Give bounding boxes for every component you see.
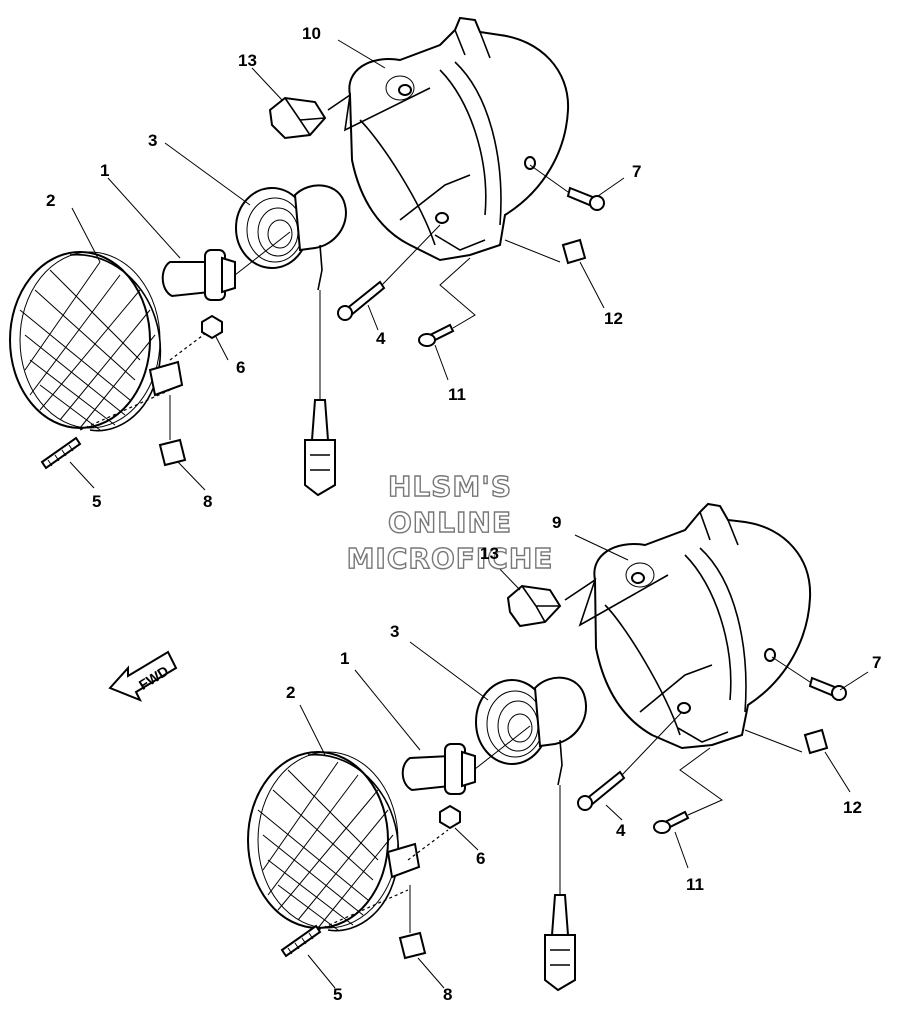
nut-6-lower (439, 804, 461, 830)
forward-direction-arrow: FWD (108, 650, 178, 702)
callout-1-lower: 1 (340, 649, 349, 668)
callout-5-lower: 5 (333, 985, 342, 1004)
callout-4-upper: 4 (376, 329, 386, 348)
watermark-line2: ONLINE (388, 506, 512, 539)
callout-13-lower: 13 (480, 544, 499, 563)
callout-8-upper: 8 (203, 492, 212, 511)
callout-11-lower: 11 (686, 875, 704, 894)
callout-5-upper: 5 (92, 492, 101, 511)
watermark: HLSM'S ONLINE MICROFICHE (346, 469, 554, 575)
callout-6-upper: 6 (236, 358, 245, 377)
clip-12-upper (561, 238, 587, 265)
watermark-line1: HLSM'S (388, 470, 512, 503)
callout-9-lower: 9 (552, 513, 561, 532)
rubber-cap-lower (506, 584, 562, 628)
callout-6-lower: 6 (476, 849, 485, 868)
callout-2-lower: 2 (286, 683, 295, 702)
callout-7-lower: 7 (872, 653, 881, 672)
callout-10-upper: 10 (302, 24, 321, 43)
callout-12-lower: 12 (843, 798, 862, 817)
callout-13-upper: 13 (238, 51, 257, 70)
callouts-upper: 1 2 3 4 5 6 7 8 10 11 12 13 (46, 24, 641, 511)
callout-3-lower: 3 (390, 622, 399, 641)
nut-6-upper (201, 314, 223, 340)
callouts-lower: 1 2 3 4 5 6 7 8 9 11 12 13 (286, 513, 881, 1004)
headlight-lens-lower (247, 751, 449, 932)
screw-5-upper (40, 436, 82, 470)
bulb-socket-lower (475, 676, 587, 992)
upper-assembly (9, 16, 625, 497)
bulb-lower (401, 725, 531, 795)
lower-assembly (247, 502, 869, 992)
screw-5-lower (280, 924, 322, 958)
callout-8-lower: 8 (443, 985, 452, 1004)
callout-11-upper: 11 (448, 385, 466, 404)
callout-3-upper: 3 (148, 131, 157, 150)
headlight-lens-upper (9, 251, 211, 432)
callout-12-upper: 12 (604, 309, 623, 328)
bulb-upper (161, 231, 291, 301)
headlight-housing-lower (593, 502, 812, 750)
rubber-cap-upper (268, 96, 327, 140)
headlight-housing-upper (348, 16, 570, 262)
clip-8-lower (398, 931, 427, 960)
callout-1-upper: 1 (100, 161, 109, 180)
bulb-socket-upper (235, 184, 347, 497)
callout-4-lower: 4 (616, 821, 626, 840)
callout-2-upper: 2 (46, 191, 55, 210)
clip-8-upper (158, 438, 187, 467)
callout-7-upper: 7 (632, 162, 641, 181)
watermark-line3: MICROFICHE (347, 542, 554, 575)
clip-12-lower (803, 728, 829, 755)
